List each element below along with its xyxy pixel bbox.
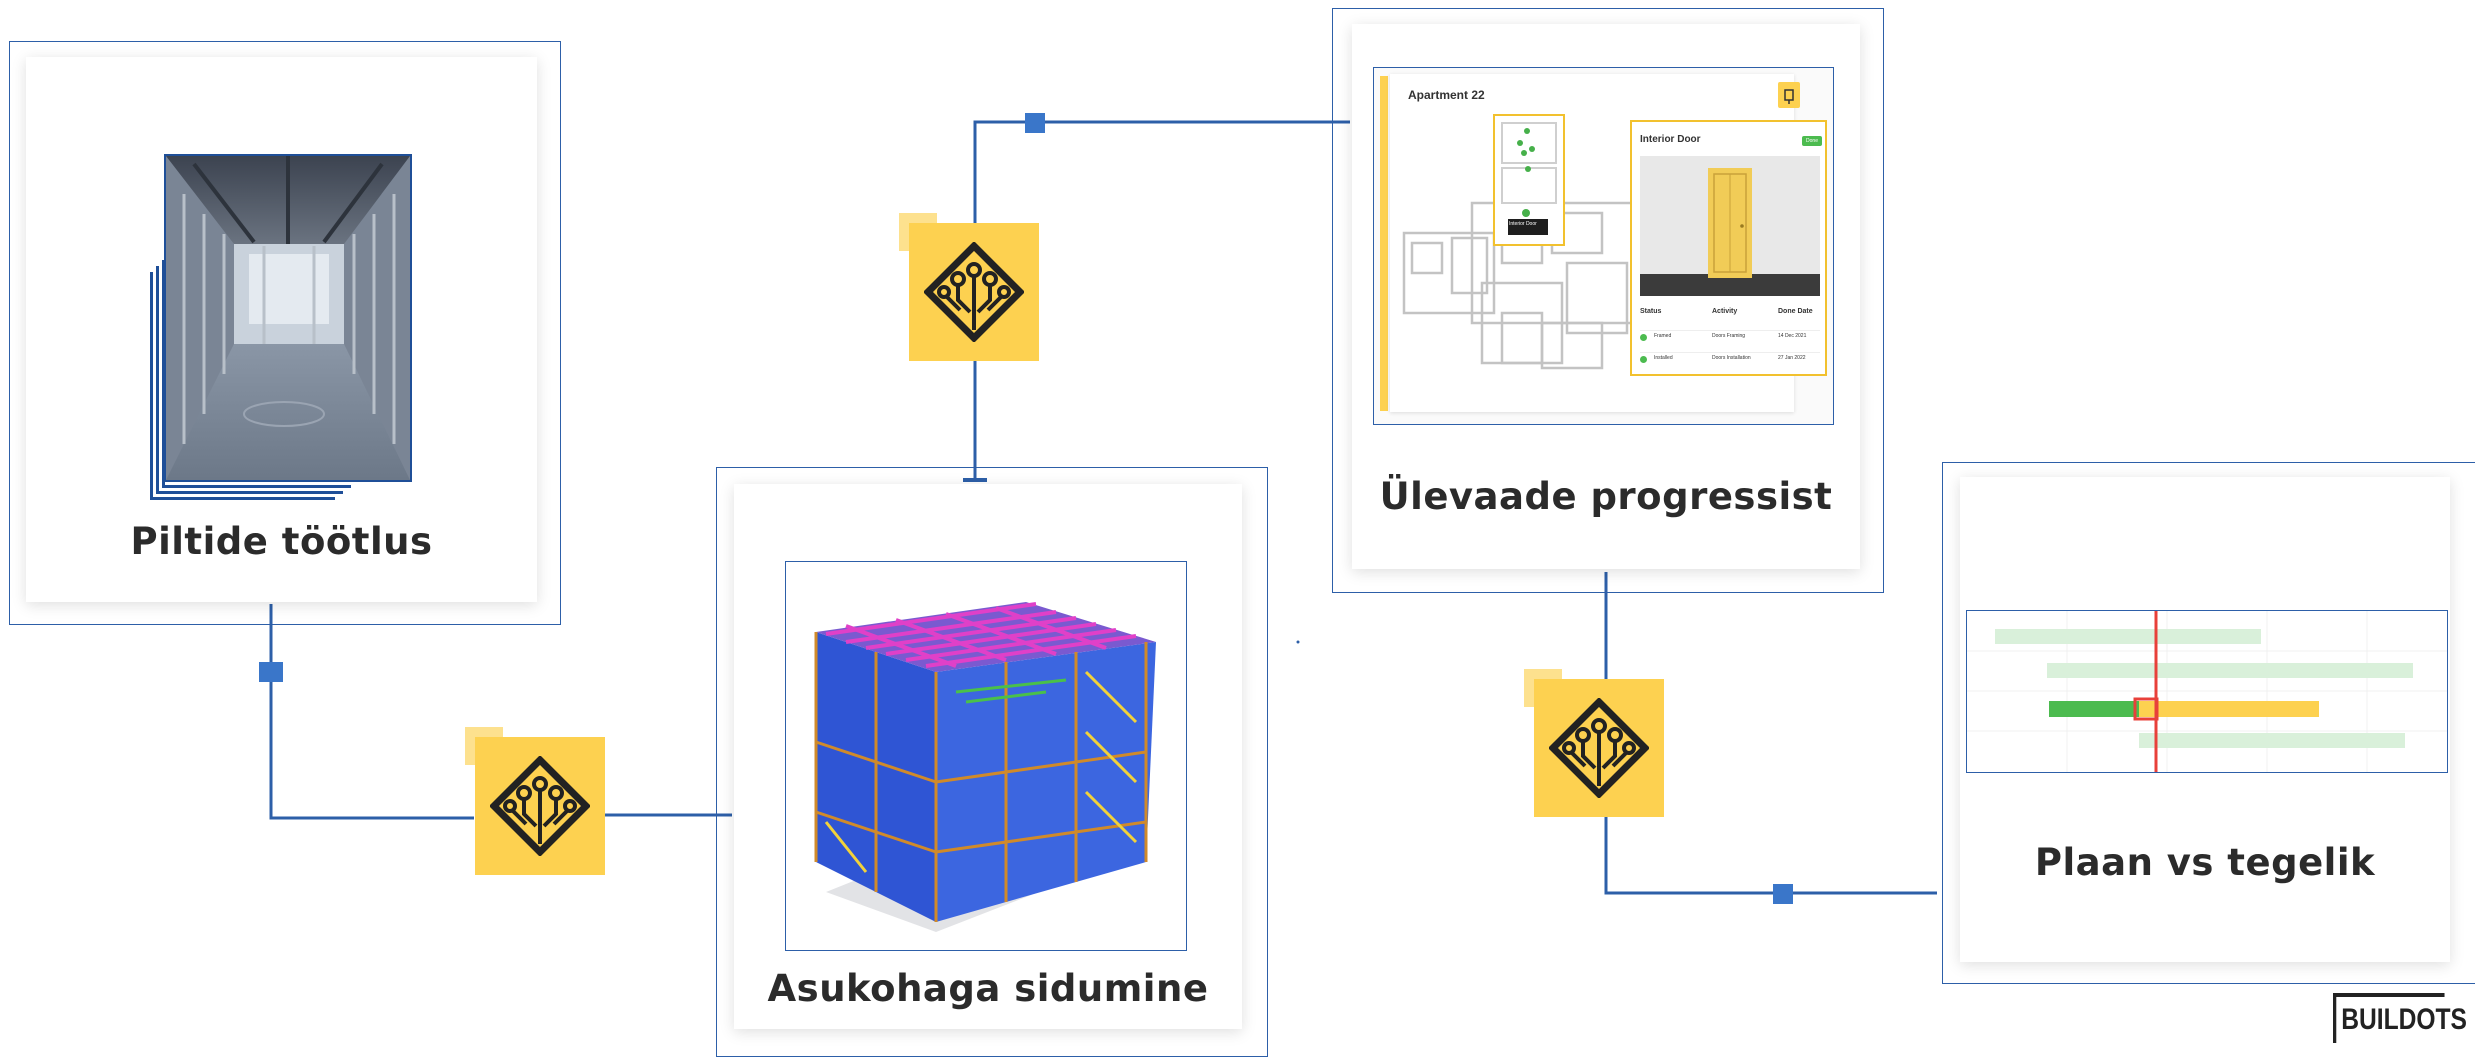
step-card-location-linking: Asukohaga sidumine (734, 484, 1242, 1029)
bim-model-box (785, 561, 1187, 951)
ai-node-2 (899, 213, 1039, 361)
gantt-box (1966, 610, 2448, 773)
ai-circuit-icon (1549, 698, 1649, 798)
connector-node (259, 662, 283, 682)
gantt-chart-icon (1967, 611, 2447, 772)
step-frame-image-processing (9, 41, 561, 625)
apartment-title: Apartment 22 (1408, 88, 1485, 102)
step-label-progress-overview: Ülevaade progressist (1379, 475, 1833, 518)
gantt-plan-bar (1995, 629, 2261, 644)
camera-icon (1784, 89, 1794, 104)
panel-title: Interior Door (1640, 134, 1701, 145)
buildots-logo: BUILDOTS (2333, 993, 2467, 1043)
ai-circuit-icon (924, 242, 1024, 342)
progress-screen: Apartment 22 Int (1373, 67, 1834, 425)
status-dot-icon (1640, 356, 1647, 363)
bim-model-icon (814, 602, 1156, 932)
ai-circuit-icon (490, 756, 590, 856)
step-label-location-linking: Asukohaga sidumine (767, 967, 1209, 1010)
status-dot-icon (1640, 334, 1647, 341)
table-row[interactable]: Installed Doors Installation 27 Jan 2022 (1640, 352, 1820, 365)
step-card-image-processing: Piltide töötlus (26, 57, 537, 602)
accent-bar (1380, 76, 1388, 411)
step-label-image-processing: Piltide töötlus (130, 520, 433, 563)
ai-node-3 (1524, 669, 1664, 817)
gantt-plan-bar (2139, 733, 2405, 748)
floorplan-icon (1402, 114, 1634, 370)
connector-node (1773, 884, 1793, 904)
step-frame-plan-vs-actual (1942, 462, 2475, 984)
camera-button[interactable] (1778, 82, 1800, 108)
table-header: Status Activity Done Date (1640, 308, 1813, 315)
interior-door-panel: Interior Door Done Status Activity Done … (1630, 120, 1827, 376)
step-card-plan-vs-actual: Plaan vs tegelik (1960, 477, 2450, 962)
step-card-progress-overview: Apartment 22 Int (1352, 24, 1860, 569)
gantt-remaining-bar (2139, 701, 2319, 717)
door-photo (1640, 156, 1820, 296)
table-row[interactable]: Framed Doors Framing 14 Dec 2021 (1640, 330, 1820, 343)
step-frame-progress-overview (1332, 8, 1884, 593)
construction-photo (164, 154, 412, 482)
gantt-done-bar (2049, 701, 2139, 717)
ai-node-1 (465, 727, 605, 875)
connector-photo-to-ai (269, 604, 474, 820)
stray-dot (1296, 640, 1300, 644)
step-label-plan-vs-actual: Plaan vs tegelik (2034, 841, 2376, 884)
done-badge: Done (1802, 136, 1822, 146)
gantt-plan-bar (2047, 663, 2413, 678)
photo-stack-icon (150, 154, 412, 500)
pin-tooltip: Interior Door (1509, 221, 1537, 227)
connector-node (1025, 113, 1045, 133)
